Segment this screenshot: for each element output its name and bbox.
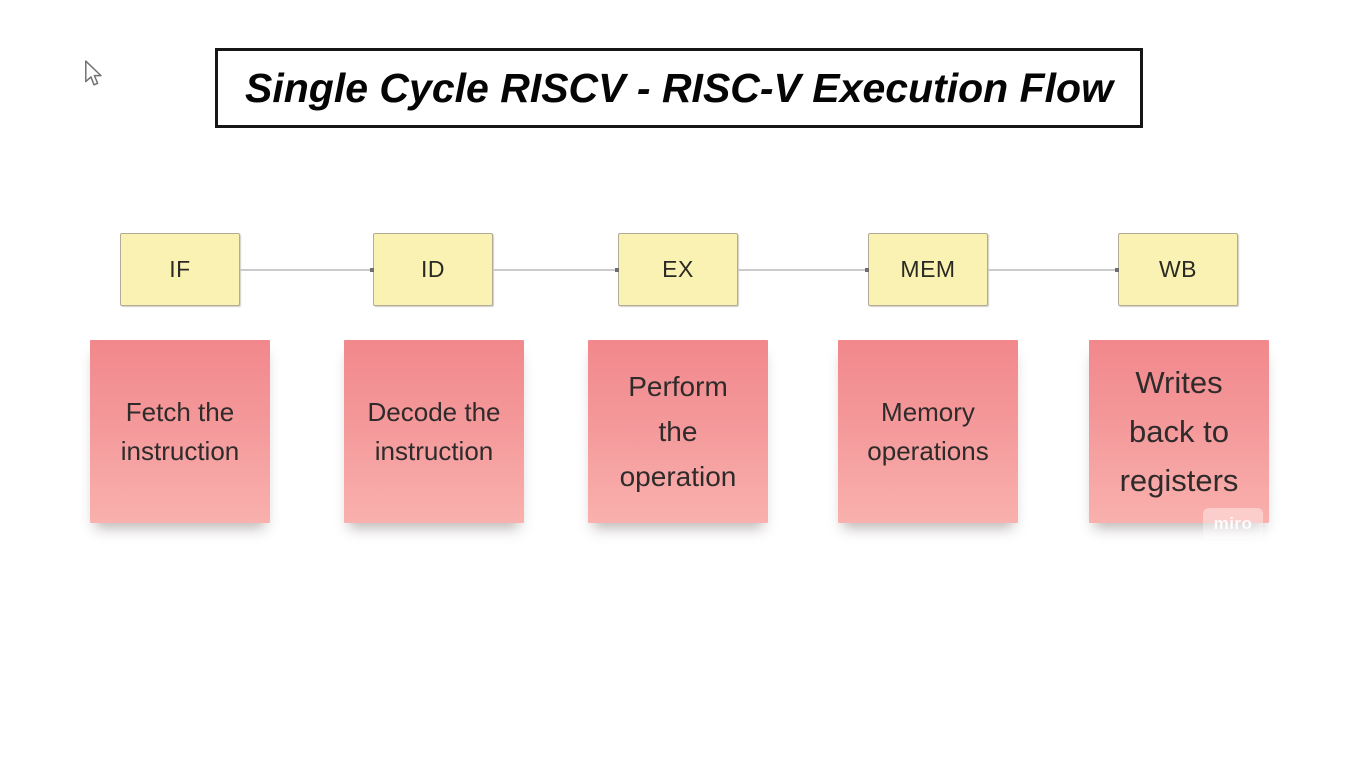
miro-watermark-label: miro — [1213, 513, 1253, 533]
connector-mem-wb[interactable] — [988, 268, 1119, 272]
sticky-note-wb[interactable]: Writes back to registers — [1089, 340, 1269, 523]
stage-label-id: ID — [421, 256, 445, 282]
stage-label-if: IF — [169, 256, 191, 282]
connector-endpoint-icon — [370, 268, 374, 272]
sticky-note-id-text: Decode the instruction — [367, 396, 501, 466]
stage-label-wb: WB — [1158, 256, 1198, 282]
sticky-note-mem[interactable]: Memory operations — [838, 340, 1018, 523]
connector-endpoint-icon — [1115, 268, 1119, 272]
sticky-note-ex-text: Perform the operation — [619, 371, 737, 492]
sticky-note-wb-text: Writes back to registers — [1119, 365, 1239, 498]
sticky-note-ex[interactable]: Perform the operation — [588, 340, 768, 523]
miro-watermark: miro — [1203, 508, 1263, 539]
connector-ex-mem[interactable] — [738, 268, 869, 272]
page-title: Single Cycle RISCV - RISC-V Execution Fl… — [245, 64, 1113, 111]
stage-box-wb[interactable]: WB — [1118, 233, 1238, 306]
stage-box-if[interactable]: IF — [120, 233, 240, 306]
sticky-note-mem-text: Memory operations — [867, 396, 989, 466]
connector-if-id[interactable] — [240, 268, 374, 272]
stage-box-ex[interactable]: EX — [618, 233, 738, 306]
stage-box-mem[interactable]: MEM — [868, 233, 988, 306]
stage-box-id[interactable]: ID — [373, 233, 493, 306]
title-box[interactable]: Single Cycle RISCV - RISC-V Execution Fl… — [215, 48, 1143, 128]
connector-endpoint-icon — [615, 268, 619, 272]
sticky-note-id[interactable]: Decode the instruction — [344, 340, 524, 523]
mouse-cursor-icon — [85, 60, 102, 86]
stage-label-mem: MEM — [900, 256, 956, 282]
sticky-note-if[interactable]: Fetch the instruction — [90, 340, 270, 523]
connector-id-ex[interactable] — [493, 268, 619, 272]
stage-label-ex: EX — [662, 256, 694, 282]
connector-endpoint-icon — [865, 268, 869, 272]
sticky-note-if-text: Fetch the instruction — [120, 396, 240, 466]
